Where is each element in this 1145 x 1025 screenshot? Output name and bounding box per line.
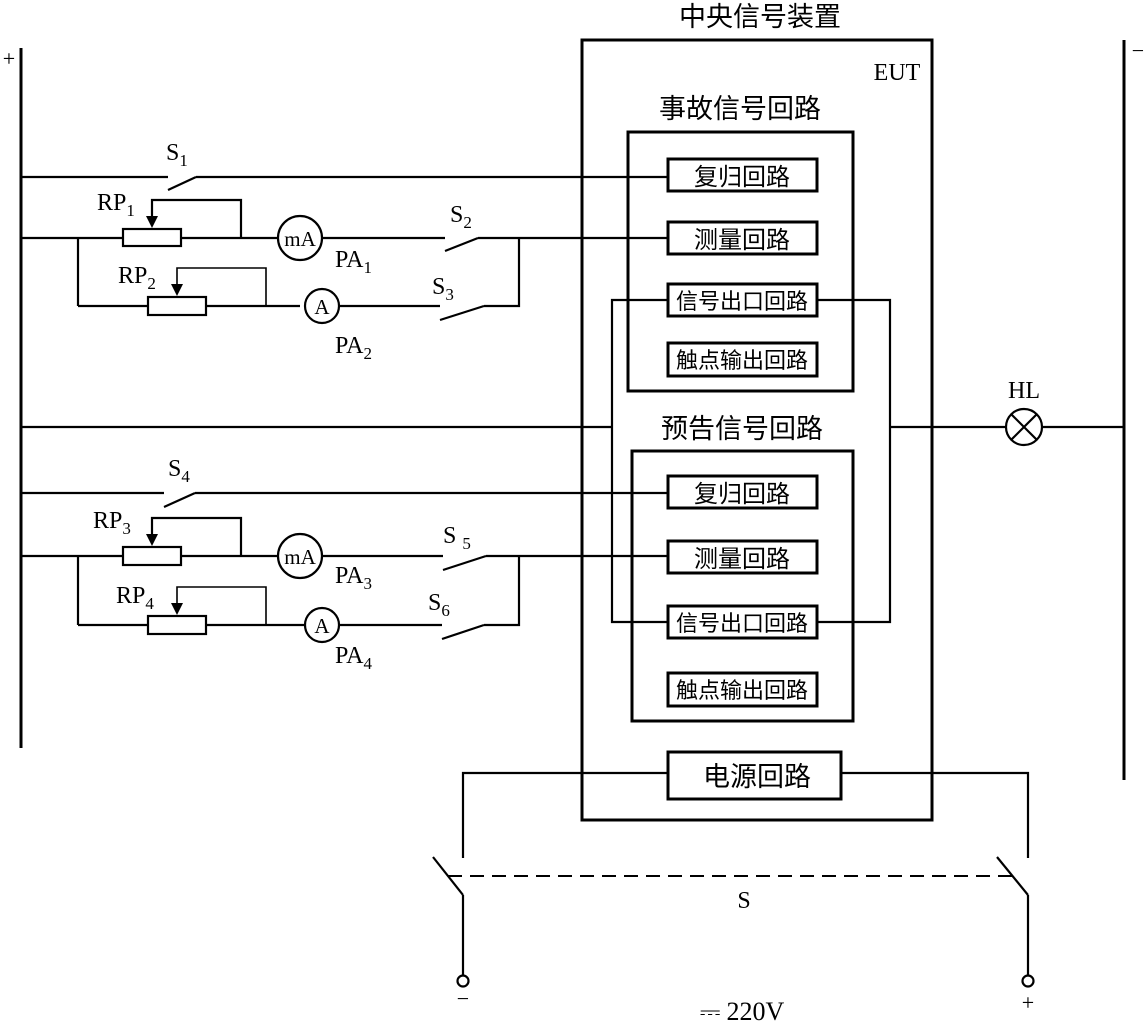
dc-icon: ⎓: [700, 997, 721, 1025]
pa1-label: PA1: [335, 247, 372, 277]
lamp-label: HL: [1008, 378, 1040, 404]
rp1-wiper-arrow: [146, 216, 158, 228]
signal-outlet-loop-wire: [610, 298, 668, 624]
pa2-label: PA2: [335, 333, 372, 363]
accident-group-title: 事故信号回路: [659, 94, 821, 125]
warning-measure-label: 测量回路: [694, 545, 790, 573]
rp3-label: RP3: [93, 508, 131, 538]
supply-voltage-label: ⎓220V: [700, 997, 785, 1025]
warning-reset-label: 复归回路: [694, 480, 790, 508]
warning-outlet-label: 信号出口回路: [676, 612, 808, 637]
accident-reset-label: 复归回路: [694, 163, 790, 191]
rp4-label: RP4: [116, 583, 154, 613]
warning-outlet-box: [666, 604, 819, 640]
rp2-wiper-arrow: [171, 284, 183, 296]
power-supply-wire-left: [461, 771, 668, 858]
eut-box: [580, 38, 934, 822]
rp2-resistor: [146, 295, 208, 317]
accident-contact-box: [666, 341, 819, 378]
rp1-wiper-wire: [150, 198, 243, 238]
device-title: 中央信号装置: [679, 2, 841, 33]
s1-blade: [167, 176, 197, 191]
warning-contact-box: [666, 671, 819, 708]
accident-group-box: [626, 130, 855, 393]
rp4-wiper-arrow: [171, 603, 183, 615]
s4-blade: [163, 491, 196, 509]
pa1-meter-symbol: mA: [284, 227, 316, 251]
power-circuit-box: [666, 750, 843, 801]
rp2-wiper-wire: [176, 267, 267, 306]
supply-terminal-plus: [1021, 974, 1035, 988]
warning-group-box: [630, 449, 855, 723]
s6-label: S6: [428, 590, 450, 620]
eut-label: EUT: [874, 60, 921, 86]
accident-reset-box: [666, 157, 819, 193]
rp3-resistor: [121, 545, 183, 567]
s3-blade: [439, 304, 485, 322]
negative-bus-sign: −: [1132, 38, 1144, 63]
rp3-wiper-wire: [150, 516, 243, 556]
supply-switch-label: S: [737, 888, 750, 914]
accident-measure-label: 测量回路: [694, 226, 790, 254]
s4-label: S4: [168, 456, 190, 486]
supply-plus-sign: +: [1022, 990, 1034, 1015]
rp2-label: RP2: [118, 263, 156, 293]
s1-label: S1: [166, 140, 188, 170]
accident-measure-box: [666, 220, 819, 256]
pa4-label: PA4: [335, 643, 372, 673]
lamp-hl-symbol: [1004, 407, 1044, 447]
rp4-resistor: [146, 614, 208, 636]
rp4-wiper-wire: [176, 586, 267, 625]
s3-wire-right: [484, 238, 521, 308]
accident-outlet-box: [666, 282, 819, 318]
pa3-label: PA3: [335, 563, 372, 593]
supply-minus-sign: −: [457, 986, 469, 1011]
power-supply-wire-right: [841, 771, 1030, 858]
s5-blade: [442, 554, 487, 572]
supply-switch-blade-right: [996, 856, 1029, 896]
pa2-meter-symbol: A: [314, 295, 330, 319]
s2-label: S2: [450, 202, 472, 232]
s6-blade: [441, 623, 485, 641]
s6-wire-right: [484, 556, 521, 627]
accident-outlet-label: 信号出口回路: [676, 290, 808, 315]
rp1-resistor: [121, 227, 183, 248]
rp3-wiper-arrow: [146, 534, 158, 546]
rp1-label: RP1: [97, 190, 135, 220]
supply-terminal-minus: [456, 974, 470, 988]
positive-bus-sign: +: [3, 46, 15, 71]
pa4-meter-symbol: A: [314, 614, 330, 638]
s3-label: S3: [432, 274, 454, 304]
s2-blade: [444, 236, 479, 253]
accident-contact-label: 触点输出回路: [676, 349, 808, 374]
warning-group-title: 预告信号回路: [661, 414, 823, 445]
warning-reset-box: [666, 474, 819, 510]
power-circuit-label: 电源回路: [703, 762, 811, 793]
warning-measure-box: [666, 539, 819, 575]
warning-contact-label: 触点输出回路: [676, 679, 808, 704]
pa3-meter-symbol: mA: [284, 545, 316, 569]
